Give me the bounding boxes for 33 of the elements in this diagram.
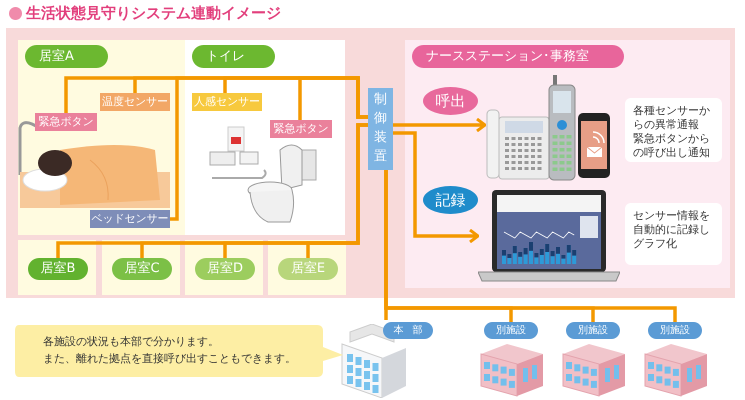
sensor-label: 温度センサー <box>100 93 170 111</box>
area-label: トイレ <box>192 45 275 68</box>
diagram-title: 生活状態見守りシステム連動イメージ <box>8 3 281 23</box>
office-panel <box>405 40 730 288</box>
note-text: 各種センサーからの異常通報 <box>633 104 711 132</box>
room-label: 居室E <box>278 258 338 280</box>
sensor-label: 緊急ボタン <box>270 120 332 138</box>
building-label: 別施設 <box>648 322 702 339</box>
building-label: 別施設 <box>484 322 538 339</box>
building-label: 本部 <box>383 322 433 339</box>
sensor-label: 緊急ボタン <box>35 113 97 131</box>
speech-bubble: 呼出 <box>423 87 478 115</box>
note-text: 各施設の状況も本部で分かります。 <box>43 334 219 350</box>
note-text: センサー情報を自動的に記録しグラフ化 <box>633 209 711 251</box>
phones-drawing <box>485 75 612 182</box>
note-text: 緊急ボタンからの呼び出し通知 <box>633 132 711 160</box>
note-text: また、離れた拠点を直接呼び出すこともできます。 <box>43 351 296 367</box>
sensor-label: ベッドセンサー <box>90 210 170 228</box>
area-label: 居室A <box>25 45 108 68</box>
laptop-drawing <box>478 190 620 282</box>
arrow <box>393 131 480 244</box>
speech-bubble: 記録 <box>423 186 478 214</box>
room-label: 居室B <box>28 258 88 280</box>
connector-line <box>298 76 368 120</box>
sensor-label: 人感センサー <box>192 93 262 111</box>
room-label: 居室C <box>112 258 172 280</box>
control-unit-box: 制御装置 <box>368 88 393 170</box>
connector-line <box>306 123 368 258</box>
connector-line <box>384 170 677 322</box>
building-label: 別施設 <box>566 322 620 339</box>
arrow <box>393 118 486 132</box>
room-label: 居室D <box>195 258 255 280</box>
area-label: ナースステーション･事務室 <box>412 45 624 68</box>
